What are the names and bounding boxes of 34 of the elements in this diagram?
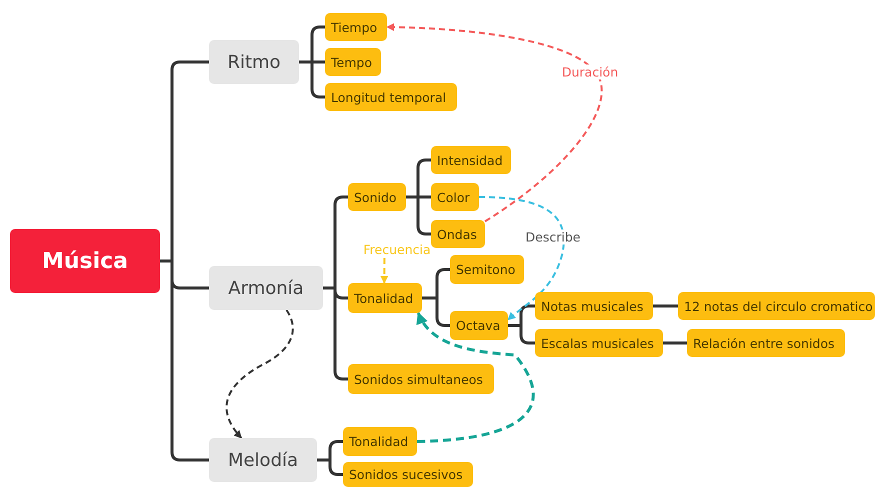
edge-label: Describe <box>524 230 582 244</box>
dashed-arrow <box>226 310 294 439</box>
subtopic-box: Color <box>431 183 479 211</box>
branch-line <box>317 458 343 476</box>
topic-box: Armonía <box>209 266 323 310</box>
central-topic-box: Música <box>10 229 160 293</box>
subtopic-box: Sonidos sucesivos <box>343 462 473 487</box>
subtopic-box: Tonalidad <box>348 283 422 313</box>
dashed-arrow <box>478 196 565 320</box>
dashed-arrow <box>380 258 388 284</box>
subtopic-box: Intensidad <box>431 146 511 174</box>
branch-line <box>422 296 450 327</box>
floating-label: Frecuencia <box>360 240 434 258</box>
dashed-arrow <box>416 312 535 443</box>
subtopic-box: Longitud temporal <box>325 83 457 111</box>
subtopic-box: Sonido <box>348 183 406 211</box>
topic-box: Melodía <box>209 438 317 482</box>
dashed-arrow <box>386 23 603 222</box>
branch-line <box>663 342 687 344</box>
branch-line <box>653 304 678 308</box>
topic-box: Ritmo <box>209 40 299 84</box>
subtopic-box: Tonalidad <box>343 427 417 456</box>
subtopic-box: Sonidos simultaneos <box>348 364 494 394</box>
subtopic-box: Semitono <box>450 255 524 284</box>
subtopic-box: Tiempo <box>325 13 387 41</box>
subtopic-box: Tempo <box>325 48 381 76</box>
subtopic-box: Octava <box>450 311 508 340</box>
subtopic-box: Notas musicales <box>535 292 653 320</box>
subtopic-box: Ondas <box>431 220 485 248</box>
subtopic-box: Escalas musicales <box>535 329 663 357</box>
subtopic-box: Relación entre sonidos <box>687 329 845 357</box>
branch-line <box>406 196 431 236</box>
branch-line <box>299 60 325 98</box>
subtopic-box: 12 notas del circulo cromatico <box>678 292 875 320</box>
